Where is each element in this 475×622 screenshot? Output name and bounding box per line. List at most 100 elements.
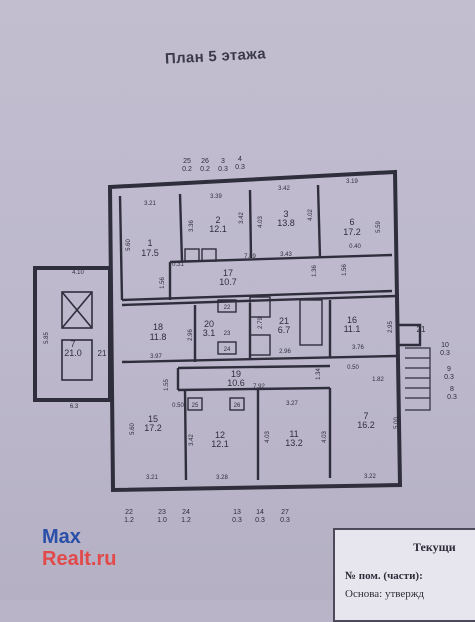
stamp-basis: Основа: утвержд: [345, 588, 424, 600]
closet-22-number: 22: [224, 305, 231, 311]
room-number: 3: [283, 209, 288, 219]
svg-text:2.96: 2.96: [279, 349, 291, 355]
room-number: 21: [279, 316, 289, 326]
room-area: 17.5: [141, 248, 159, 258]
svg-text:1.36: 1.36: [312, 265, 318, 277]
right-label-9: 90.3: [444, 366, 454, 381]
svg-text:1.2: 1.2: [181, 517, 191, 524]
svg-text:6.3: 6.3: [70, 404, 79, 410]
svg-text:26: 26: [201, 158, 209, 165]
room-area: 11.8: [150, 332, 167, 342]
svg-text:5.60: 5.60: [126, 239, 132, 251]
svg-text:3.21: 3.21: [144, 201, 156, 207]
svg-text:23: 23: [158, 509, 166, 516]
room-area: 6.7: [278, 325, 291, 335]
dimensions: 3.21 3.39 3.42 3.19 5.60 3.36 3.42 4.03 …: [44, 179, 400, 481]
svg-text:27: 27: [281, 509, 289, 516]
svg-text:3.97: 3.97: [150, 354, 162, 360]
watermark-logo: Max Realt.ru: [42, 526, 116, 570]
bottom-label-23: 231.0: [157, 509, 167, 524]
svg-text:3.42: 3.42: [189, 434, 195, 446]
room-area: 13.2: [285, 438, 303, 448]
svg-text:3.76: 3.76: [352, 345, 364, 351]
svg-text:3.42: 3.42: [239, 212, 245, 224]
stamp-heading: Текущи: [413, 540, 456, 554]
svg-text:0.50: 0.50: [172, 403, 184, 409]
room-number: 7: [70, 339, 75, 349]
svg-text:0.3: 0.3: [440, 350, 450, 357]
top-label-26: 260.2: [200, 158, 210, 173]
room-number: 6: [349, 217, 354, 227]
room-area: 17.2: [343, 227, 361, 237]
right-label-8: 80.3: [447, 386, 457, 401]
right-labels: 100.3 90.3 80.3: [440, 342, 457, 401]
room-area: 10.7: [219, 277, 237, 287]
svg-text:0.3: 0.3: [235, 164, 245, 171]
room-7-left: 721.0: [64, 339, 82, 358]
room-20: 203.1: [203, 319, 216, 338]
closet-labels: 22 23 24 25 26: [192, 305, 241, 409]
room-number: 18: [153, 322, 163, 332]
room-21: 216.7: [278, 316, 291, 335]
svg-text:1.82: 1.82: [372, 377, 384, 383]
svg-text:0.31: 0.31: [172, 262, 184, 268]
room-number: 7: [363, 411, 368, 421]
room-3: 313.8: [277, 209, 295, 228]
bottom-label-27: 270.3: [280, 509, 290, 524]
svg-text:7.89: 7.89: [244, 254, 256, 260]
room-number: 15: [148, 414, 158, 424]
svg-text:1.56: 1.56: [160, 277, 166, 289]
right-21-label: 21: [417, 325, 426, 334]
closet-23-number: 23: [224, 331, 231, 337]
svg-text:0.3: 0.3: [444, 374, 454, 381]
left-21-label: 21: [98, 349, 107, 358]
svg-text:0.3: 0.3: [232, 517, 242, 524]
room-number: 20: [204, 319, 214, 329]
room-number: 11: [289, 429, 298, 439]
svg-text:4.03: 4.03: [322, 431, 328, 443]
room-number: 17: [223, 268, 233, 278]
svg-text:5.60: 5.60: [130, 423, 136, 435]
top-label-25: 250.2: [182, 158, 192, 173]
svg-text:24: 24: [182, 509, 190, 516]
svg-text:4.02: 4.02: [308, 209, 314, 221]
small-closets: [184, 248, 323, 411]
svg-text:5.00: 5.00: [394, 417, 400, 429]
svg-text:3.22: 3.22: [364, 474, 376, 480]
room-1: 117.5: [141, 238, 159, 258]
room-area: 17.2: [144, 423, 162, 433]
bottom-label-24: 241.2: [181, 509, 191, 524]
svg-text:3.42: 3.42: [278, 186, 290, 192]
room-number: 2: [215, 215, 220, 225]
svg-text:3: 3: [221, 158, 225, 165]
svg-text:1.0: 1.0: [157, 517, 167, 524]
svg-text:14: 14: [256, 509, 264, 516]
room-area: 21.0: [64, 348, 82, 358]
room-area: 10.6: [227, 378, 245, 388]
room-6: 617.2: [343, 217, 361, 237]
svg-text:4.03: 4.03: [258, 216, 264, 228]
bottom-label-14: 140.3: [255, 509, 265, 524]
room-area: 12.1: [211, 439, 229, 449]
svg-text:10: 10: [441, 342, 449, 349]
room-area: 16.2: [357, 420, 375, 430]
svg-text:2.96: 2.96: [188, 329, 194, 341]
svg-text:3.27: 3.27: [286, 401, 298, 407]
svg-text:0.2: 0.2: [200, 166, 210, 173]
svg-text:0.50: 0.50: [347, 365, 359, 371]
svg-text:3.28: 3.28: [216, 475, 228, 481]
svg-text:3.19: 3.19: [346, 179, 358, 185]
title-stamp: Текущи № пом. (части): Основа: утвержд: [333, 528, 475, 622]
svg-text:1.2: 1.2: [124, 517, 134, 524]
watermark-line2: Realt.ru: [42, 548, 117, 570]
svg-text:13: 13: [233, 509, 241, 516]
room-area: 13.8: [277, 218, 295, 228]
room-area: 11.1: [344, 324, 361, 334]
bottom-labels: 221.2 231.0 241.2 130.3 140.3 270.3: [124, 509, 290, 524]
